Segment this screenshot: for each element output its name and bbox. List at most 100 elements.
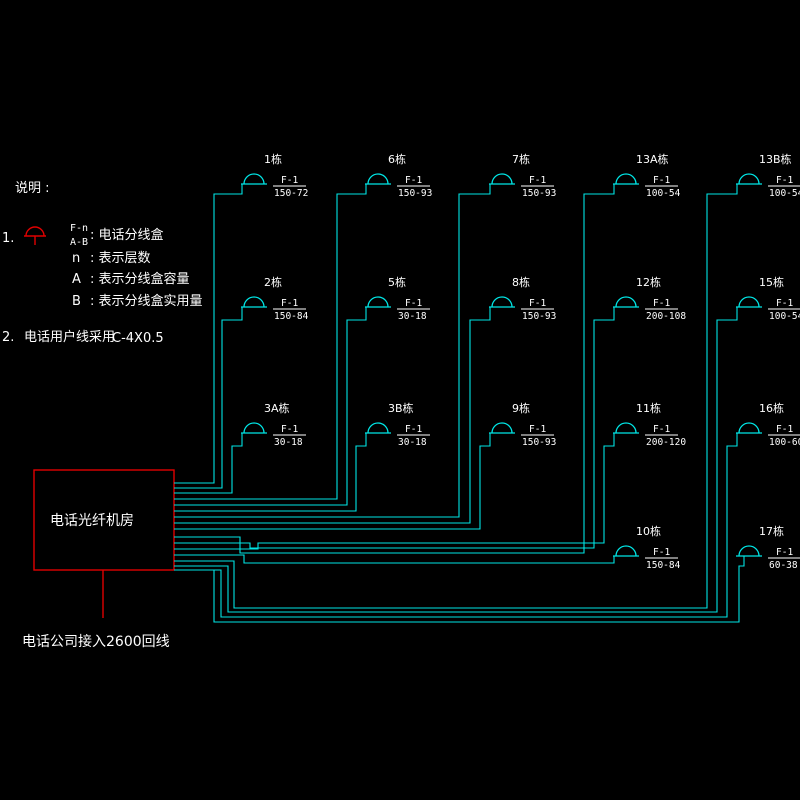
distribution-box-icon xyxy=(365,422,391,434)
building-capacity: 200-108 xyxy=(646,311,686,322)
building-name: 7栋 xyxy=(512,152,530,166)
building-name: 16栋 xyxy=(759,401,784,415)
legend-line2: : 表示层数 xyxy=(90,251,151,266)
distribution-box-icon xyxy=(241,173,267,185)
wire-b2 xyxy=(174,307,243,489)
building-name: 2栋 xyxy=(264,275,282,289)
building-b17: 17栋 F-1 60-38 xyxy=(736,524,800,571)
building-capacity: 30-18 xyxy=(398,437,427,448)
building-b1: 1栋 F-1 150-72 xyxy=(241,152,308,199)
building-floor: F-1 xyxy=(776,424,793,435)
fiber-room-label: 电话光纤机房 xyxy=(50,513,134,529)
distribution-box-icon xyxy=(241,422,267,434)
building-name: 1栋 xyxy=(264,152,282,166)
building-b8: 8栋 F-1 150-93 xyxy=(489,275,556,322)
distribution-box-icon xyxy=(736,173,762,185)
legend-line1: : 电话分线盒 xyxy=(90,227,164,243)
building-floor: F-1 xyxy=(529,424,546,435)
building-capacity: 30-18 xyxy=(274,437,303,448)
building-floor: F-1 xyxy=(653,424,670,435)
building-name: 3B栋 xyxy=(388,401,414,415)
building-floor: F-1 xyxy=(653,175,670,186)
building-capacity: 150-72 xyxy=(274,188,308,199)
wire-b13b xyxy=(174,184,738,609)
building-floor: F-1 xyxy=(776,547,793,558)
building-floor: F-1 xyxy=(405,298,422,309)
building-floor: F-1 xyxy=(405,424,422,435)
building-floor: F-1 xyxy=(653,298,670,309)
legend-item2-cable: C-4X0.5 xyxy=(112,331,164,346)
building-capacity: 150-93 xyxy=(522,437,556,448)
buildings: 1栋F-1150-726栋F-1150-937栋F-1150-9313A栋F-1… xyxy=(241,152,800,571)
wire-b16 xyxy=(174,433,738,618)
building-floor: F-1 xyxy=(529,298,546,309)
building-capacity: 150-93 xyxy=(522,188,556,199)
distribution-box-icon xyxy=(736,422,762,434)
distribution-box-icon xyxy=(365,296,391,308)
distribution-box-icon xyxy=(613,545,639,557)
building-name: 17栋 xyxy=(759,524,784,538)
building-b9: 9栋 F-1 150-93 xyxy=(489,401,556,448)
building-name: 9栋 xyxy=(512,401,530,415)
legend-item2-number: 2. xyxy=(2,330,14,345)
building-name: 15栋 xyxy=(759,275,784,289)
building-b5: 5栋 F-1 30-18 xyxy=(365,275,430,322)
distribution-box-icon xyxy=(613,173,639,185)
legend-line3: : 表示分线盒容量 xyxy=(90,271,190,287)
building-capacity: 60-38 xyxy=(769,560,798,571)
building-capacity: 150-84 xyxy=(646,560,681,571)
legend: 说明 : 1. F-n A-B : 电话分线盒 n : 表示层数 A : 表示分… xyxy=(2,181,203,346)
distribution-box-icon xyxy=(365,173,391,185)
legend-item2: 电话用户线采用 xyxy=(24,329,115,345)
wire-b8 xyxy=(174,307,491,524)
building-capacity: 100-60 xyxy=(769,437,800,448)
fiber-room: 电话光纤机房 电话公司接入2600回线 xyxy=(22,469,175,650)
wire-b3b xyxy=(174,433,367,512)
wire-b3a xyxy=(174,433,243,494)
building-capacity: 100-54 xyxy=(646,188,681,199)
fiber-room-box xyxy=(33,469,175,571)
building-name: 10栋 xyxy=(636,524,661,538)
building-name: 12栋 xyxy=(636,275,661,289)
distribution-box-icon xyxy=(24,226,46,245)
building-floor: F-1 xyxy=(405,175,422,186)
distribution-box-icon xyxy=(489,296,515,308)
wire-b10 xyxy=(174,554,615,564)
wire-b12 xyxy=(174,307,615,549)
incoming-label: 电话公司接入2600回线 xyxy=(22,633,170,650)
distribution-box-icon xyxy=(489,422,515,434)
building-capacity: 150-84 xyxy=(274,311,309,322)
building-floor: F-1 xyxy=(529,175,546,186)
building-floor: F-1 xyxy=(776,175,793,186)
building-name: 8栋 xyxy=(512,275,530,289)
building-floor: F-1 xyxy=(281,175,298,186)
distribution-box-icon xyxy=(613,296,639,308)
building-capacity: 150-93 xyxy=(522,311,556,322)
wire-b17 xyxy=(213,556,745,623)
wire-b7 xyxy=(174,184,491,518)
building-capacity: 30-18 xyxy=(398,311,427,322)
legend-line4: : 表示分线盒实用量 xyxy=(90,293,203,309)
building-capacity: 100-54 xyxy=(769,311,800,322)
distribution-box-icon xyxy=(489,173,515,185)
distribution-box-icon xyxy=(736,296,762,308)
building-name: 5栋 xyxy=(388,275,406,289)
distribution-box-icon xyxy=(241,296,267,308)
legend-symbol-top: F-n xyxy=(70,223,88,234)
legend-symbol-bottom: A-B xyxy=(70,237,88,248)
distribution-box-icon xyxy=(736,545,762,557)
legend-title: 说明 : xyxy=(15,181,50,196)
wire-b11 xyxy=(174,433,615,550)
wire-b6 xyxy=(174,184,367,500)
building-capacity: 100-54 xyxy=(769,188,800,199)
legend-line2-key: n xyxy=(72,251,80,266)
